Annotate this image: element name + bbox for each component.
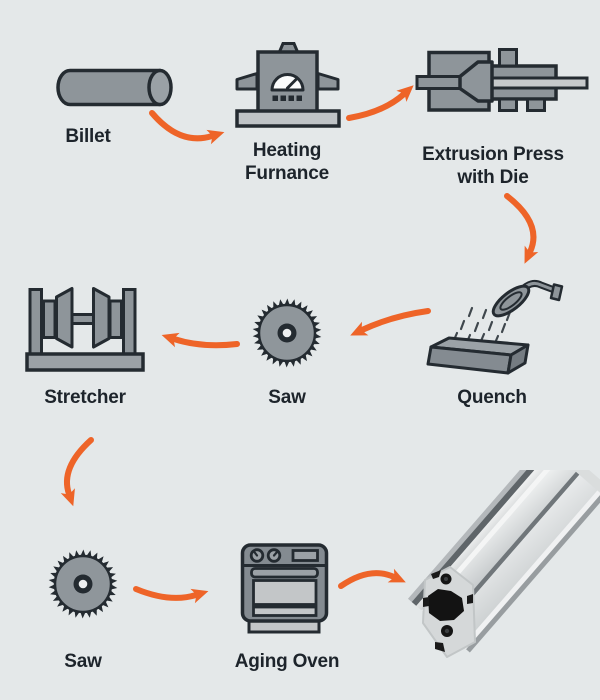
station-label-stretcher: Stretcher	[44, 387, 126, 408]
aging-oven-icon	[240, 543, 329, 634]
saw-2-icon	[48, 549, 118, 619]
arrow-press-to-quench	[504, 193, 539, 264]
stretcher-icon	[25, 287, 145, 372]
arrow-furnace-to-press	[346, 85, 414, 121]
station-label-saw-1: Saw	[268, 387, 306, 408]
label-line: with Die	[457, 167, 529, 188]
arrow-saw2-to-oven	[133, 586, 209, 604]
quench-bar-icon	[426, 336, 530, 375]
extrusion-press-icon	[415, 48, 589, 112]
station-label-billet: Billet	[65, 126, 111, 147]
station-label-saw-2: Saw	[64, 651, 102, 672]
station-label-aging-oven: Aging Oven	[234, 651, 340, 672]
label-line: Heating	[252, 140, 322, 161]
finished-profile-image	[407, 470, 600, 658]
station-label-heating-furnace: Heating Furnance	[227, 139, 347, 185]
saw-1-icon	[252, 298, 322, 368]
arrow-stretcher-to-saw2	[60, 437, 94, 507]
label-line: Extrusion Press	[422, 144, 564, 165]
arrow-oven-to-profile	[338, 568, 406, 589]
station-label-quench: Quench	[457, 387, 527, 408]
heating-furnace-icon	[235, 42, 341, 128]
label-line: Furnance	[245, 163, 329, 184]
quench-icon	[426, 279, 564, 375]
station-label-extrusion-press: Extrusion Press with Die	[413, 143, 573, 189]
billet-icon	[56, 68, 173, 107]
arrow-saw1-to-stretcher	[161, 332, 240, 349]
